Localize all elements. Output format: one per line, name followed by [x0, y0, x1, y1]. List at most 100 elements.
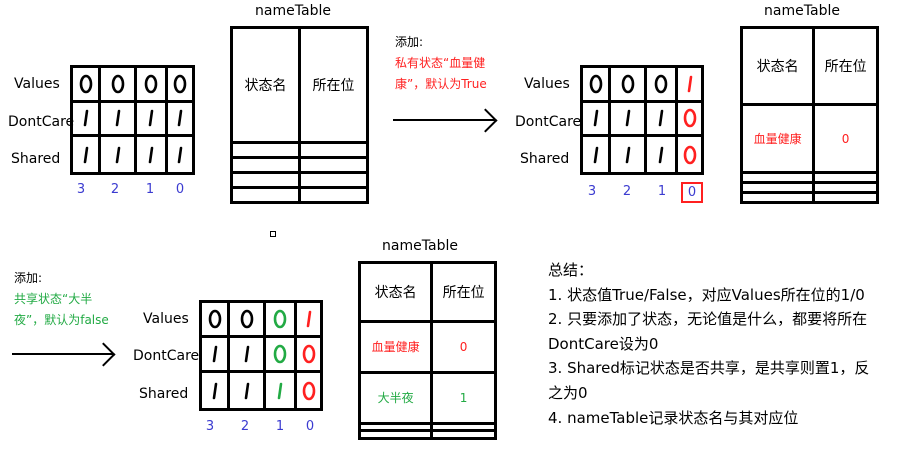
bit-cell: 0 — [137, 68, 168, 103]
bit-cell: 0 — [678, 137, 701, 172]
table-cell: 1 — [430, 370, 497, 425]
column-header: 状态名 — [230, 26, 301, 144]
arrow-right-icon — [12, 353, 113, 355]
table-row — [357, 429, 497, 440]
note-line: 私有状态“血量健 — [395, 56, 486, 70]
table-cell — [739, 170, 816, 184]
column-header: 所在位 — [430, 261, 497, 323]
table-cell — [739, 180, 816, 194]
bit-index: 3 — [76, 182, 86, 197]
table-cell — [812, 170, 879, 184]
table-row — [230, 171, 369, 189]
bit-grid-after-shared: 000111001110 — [199, 300, 323, 411]
bit-cell: 0 — [73, 68, 101, 103]
table-cell — [430, 429, 497, 440]
bit-cell: 1 — [73, 102, 101, 138]
table-cell — [357, 429, 434, 440]
bit-cell: 0 — [647, 68, 678, 103]
bit-cell: 1 — [647, 102, 678, 138]
note-line: 康”，默认为True — [395, 77, 487, 91]
table-cell — [230, 186, 301, 204]
bit-cell: 0 — [583, 68, 611, 103]
table-cell — [230, 141, 301, 159]
summary: 总结： 1. 状态值True/False，对应Values所在位的1/0 2. … — [548, 258, 878, 430]
bit-cell: 1 — [611, 102, 647, 138]
bit-cell: 1 — [101, 137, 137, 172]
row-label-dontcare: DontCare — [133, 348, 200, 364]
table-row — [739, 190, 879, 205]
bit-cell: 0 — [266, 338, 297, 373]
bit-cell: 1 — [202, 373, 230, 408]
table-row — [230, 141, 369, 159]
table-row — [230, 186, 369, 204]
bit-index: 2 — [240, 419, 250, 434]
bit-index: 1 — [145, 182, 155, 197]
bit-index: 1 — [275, 419, 285, 434]
table-cell — [230, 171, 301, 189]
bit-cell: 1 — [73, 137, 101, 172]
bit-index: 2 — [110, 182, 120, 197]
column-header: 所在位 — [812, 25, 879, 107]
row-label-shared: Shared — [11, 151, 61, 167]
table-cell — [298, 186, 369, 204]
bit-index-highlighted: 0 — [681, 182, 703, 203]
bit-cell: 1 — [137, 102, 168, 138]
bit-cell: 0 — [297, 338, 320, 373]
note-line: 共享状态“大半 — [14, 292, 93, 306]
summary-item: 2. 只要添加了状态，无论值是什么，都要将所在DontCare设为0 — [548, 310, 868, 353]
column-header: 所在位 — [298, 26, 369, 144]
table-cell: 血量健康 — [357, 319, 434, 374]
bit-cell: 0 — [297, 373, 320, 408]
bit-cell: 1 — [168, 137, 192, 172]
bit-index: 1 — [657, 184, 667, 199]
bit-cell: 1 — [297, 303, 320, 338]
table-row — [230, 156, 369, 174]
table-cell: 血量健康 — [739, 103, 816, 174]
note-title: 添加: — [14, 271, 43, 285]
column-header: 状态名 — [357, 261, 434, 323]
stray-square — [270, 231, 276, 237]
table-header-row: 状态名所在位 — [230, 26, 369, 144]
bit-cell: 0 — [230, 303, 266, 338]
bit-cell: 1 — [266, 373, 297, 408]
bit-cell: 1 — [101, 102, 137, 138]
bit-index: 0 — [305, 419, 315, 434]
bit-cell: 1 — [168, 103, 192, 138]
bit-index: 3 — [205, 419, 215, 434]
bit-grid-initial: 000011111111 — [70, 65, 195, 175]
add-note-shared: 添加: 共享状态“大半 夜”，默认为false — [14, 268, 109, 331]
table-row — [357, 421, 497, 433]
table-cell — [230, 156, 301, 174]
table-cell — [298, 141, 369, 159]
bit-index: 0 — [175, 182, 185, 197]
bit-cell: 0 — [678, 103, 701, 138]
note-title: 添加: — [395, 35, 424, 49]
bit-grid-after-private: 000111101110 — [580, 65, 704, 175]
summary-item: 4. nameTable记录状态名与其对应位 — [548, 408, 799, 427]
bit-cell: 1 — [230, 338, 266, 373]
nametable-title: nameTable — [382, 238, 458, 254]
bit-cell: 1 — [678, 68, 701, 103]
row-label-values: Values — [143, 311, 189, 327]
table-header-row: 状态名所在位 — [739, 25, 879, 107]
row-label-dontcare: DontCare — [8, 114, 75, 130]
row-label-values: Values — [524, 76, 570, 92]
nametable-title: nameTable — [255, 3, 331, 19]
row-label-shared: Shared — [520, 151, 570, 167]
bit-cell: 0 — [611, 68, 647, 103]
table-cell — [298, 171, 369, 189]
bit-cell: 0 — [266, 303, 297, 338]
table-cell — [739, 190, 816, 205]
row-label-values: Values — [14, 76, 60, 92]
column-header: 状态名 — [739, 25, 816, 107]
bit-cell: 1 — [137, 137, 168, 172]
bit-cell: 1 — [583, 102, 611, 138]
table-row — [739, 180, 879, 194]
table-cell: 0 — [812, 103, 879, 174]
table-cell — [812, 190, 879, 205]
bit-cell: 1 — [583, 137, 611, 172]
